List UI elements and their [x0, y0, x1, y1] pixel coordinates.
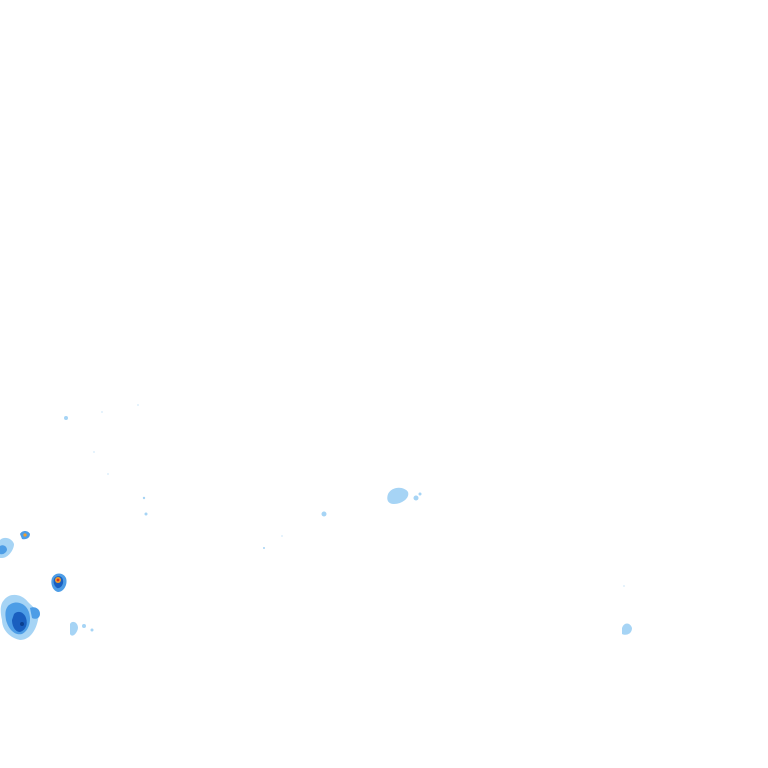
precipitation-cell-left-edge — [0, 531, 30, 558]
precipitation-cell-intense — [51, 573, 67, 592]
precipitation-cell-large — [0, 594, 40, 640]
precipitation-scattered — [64, 404, 632, 636]
